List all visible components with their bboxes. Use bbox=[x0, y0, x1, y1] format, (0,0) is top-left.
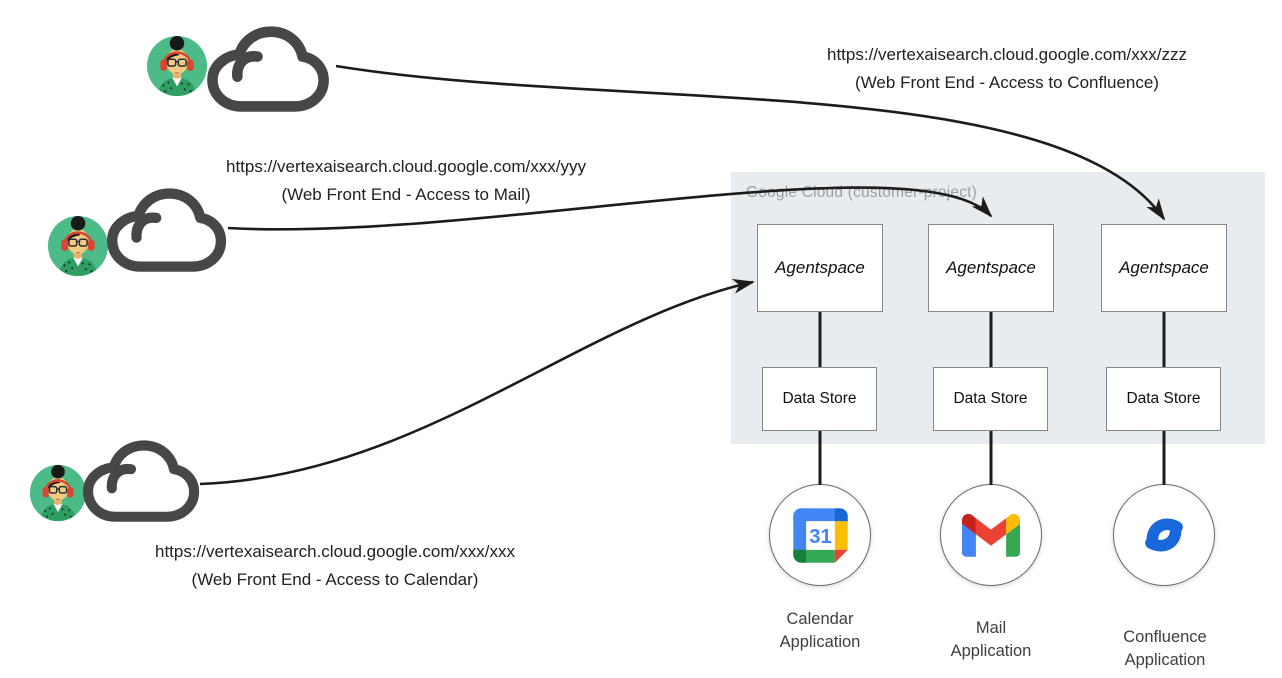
user-avatar-icon bbox=[147, 36, 207, 99]
cloud-icon bbox=[112, 194, 221, 267]
data-store-label: Data Store bbox=[953, 390, 1028, 407]
agentspace-box-confluence: Agentspace bbox=[1101, 224, 1227, 312]
endpoint-url: https://vertexaisearch.cloud.google.com/… bbox=[155, 542, 515, 561]
endpoint-url: https://vertexaisearch.cloud.google.com/… bbox=[827, 45, 1187, 64]
endpoint-caption: (Web Front End - Access to Mail) bbox=[281, 185, 531, 204]
confluence-app-label: Confluence Application bbox=[1123, 628, 1207, 669]
calendar-app-circle: 31 bbox=[769, 484, 871, 586]
arrow-to-calendar-agentspace bbox=[199, 278, 755, 486]
agentspace-label: Agentspace bbox=[946, 258, 1036, 277]
confluence-app-circle bbox=[1113, 484, 1215, 586]
mail-app-label: Mail Application bbox=[950, 619, 1032, 660]
user-group-middle bbox=[42, 182, 237, 282]
google-calendar-icon: 31 bbox=[792, 507, 848, 563]
mail-app-circle bbox=[940, 484, 1042, 586]
agentspace-label: Agentspace bbox=[775, 258, 865, 277]
endpoint-calendar: https://vertexaisearch.cloud.google.com/… bbox=[105, 538, 565, 594]
gmail-icon bbox=[962, 513, 1020, 557]
agentspace-box-mail: Agentspace bbox=[928, 224, 1054, 312]
calendar-app-label: Calendar Application bbox=[779, 610, 861, 651]
endpoint-url: https://vertexaisearch.cloud.google.com/… bbox=[226, 157, 586, 176]
endpoint-confluence: https://vertexaisearch.cloud.google.com/… bbox=[777, 41, 1237, 97]
data-store-label: Data Store bbox=[1126, 390, 1201, 407]
data-store-box-calendar: Data Store bbox=[762, 367, 877, 431]
cloud-icon bbox=[212, 32, 323, 107]
agentspace-label: Agentspace bbox=[1119, 258, 1209, 277]
user-group-top bbox=[140, 16, 340, 120]
endpoint-caption: (Web Front End - Access to Confluence) bbox=[855, 73, 1159, 92]
user-avatar-icon bbox=[48, 216, 108, 279]
user-group-bottom bbox=[24, 434, 209, 530]
data-store-box-confluence: Data Store bbox=[1106, 367, 1221, 431]
google-cloud-label: Google Cloud (customer-project) bbox=[746, 184, 978, 201]
user-avatar-icon bbox=[30, 465, 86, 524]
cloud-icon bbox=[88, 445, 194, 516]
confluence-icon bbox=[1145, 518, 1183, 552]
data-store-label: Data Store bbox=[782, 390, 857, 407]
endpoint-caption: (Web Front End - Access to Calendar) bbox=[191, 570, 479, 589]
data-store-box-mail: Data Store bbox=[933, 367, 1048, 431]
endpoint-mail: https://vertexaisearch.cloud.google.com/… bbox=[176, 153, 636, 209]
calendar-day-number: 31 bbox=[809, 526, 831, 548]
agentspace-box-calendar: Agentspace bbox=[757, 224, 883, 312]
